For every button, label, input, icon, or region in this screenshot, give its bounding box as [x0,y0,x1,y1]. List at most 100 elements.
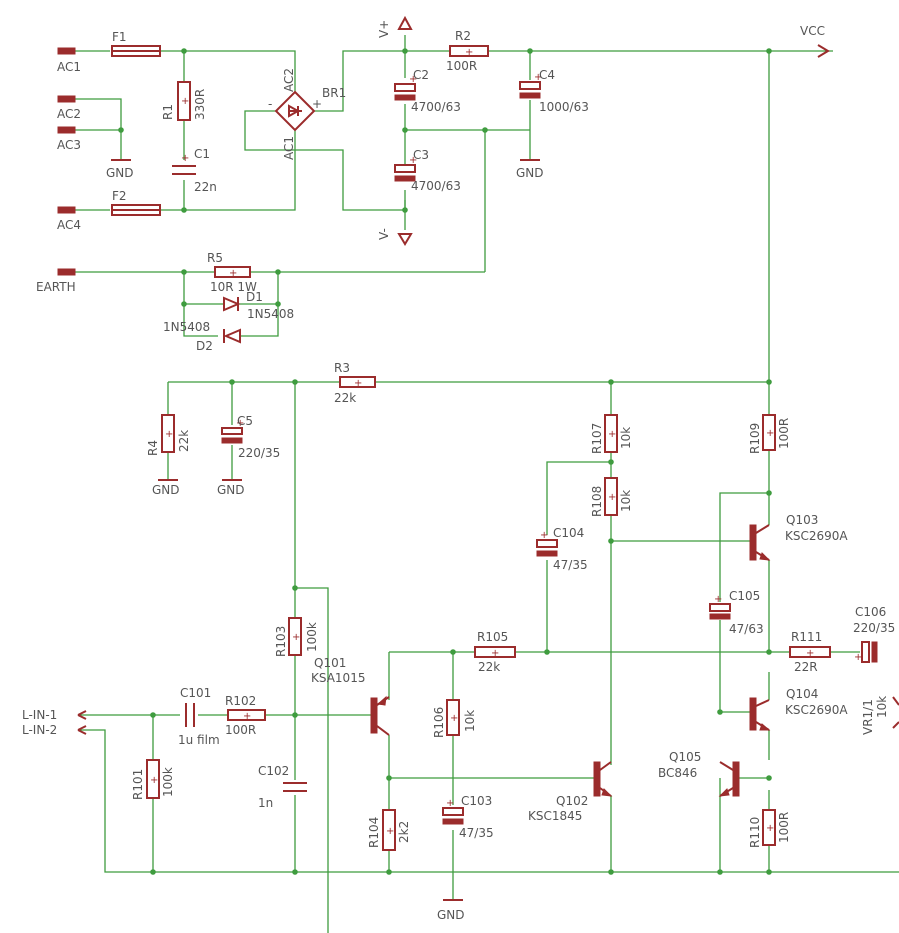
c106-name: C106 [855,605,886,619]
pin-mark: + [608,429,616,440]
net-vminus: V- [377,228,391,240]
r4-value: 22k [177,430,191,452]
c105-name: C105 [729,589,760,603]
pin-mark: + [491,648,499,659]
bridge-rectifier [274,90,316,132]
c105-value: 47/63 [729,622,764,636]
pin-mark: + [243,711,251,722]
net-ac2: AC2 [57,107,81,121]
q103-value: KSC2690A [785,529,848,543]
c2-value: 4700/63 [411,100,461,114]
c101-name: C101 [180,686,211,700]
c103-name: C103 [461,794,492,808]
q105-value: BC846 [658,766,697,780]
pin-mark: + [236,418,244,429]
f1-name: F1 [112,30,127,44]
gnd-label-3: GND [152,483,180,497]
r103-name: R103 [274,626,288,657]
pin-mark: + [608,492,616,503]
c102-value: 1n [258,796,273,810]
supply-arrows [397,15,830,246]
diode-d2 [223,328,241,344]
r111-value: 22R [794,660,818,674]
r107-value: 10k [619,427,633,449]
pin-mark: + [354,378,362,389]
br1-pin-ac2: AC2 [282,68,296,92]
c1-name: C1 [194,147,210,161]
r5-name: R5 [207,251,223,265]
component-labels: R1 330R C1 22n C2 4700/63 C3 4700/63 R2 … [131,29,895,848]
r109-name: R109 [748,423,762,454]
q105-name: Q105 [669,750,701,764]
c2-name: C2 [413,68,429,82]
br1-pin-ac1: AC1 [282,136,296,160]
wires [75,35,899,933]
q102-name: Q102 [556,794,588,808]
pin-mark: + [292,632,300,643]
pin-mark: + [386,826,394,837]
f2-name: F2 [112,189,127,203]
gnd-label-5: GND [437,908,465,922]
junctions [118,48,772,875]
r105-name: R105 [477,630,508,644]
connector-pads [57,47,76,276]
net-vplus: V+ [377,20,391,38]
c5-value: 220/35 [238,446,280,460]
vr1-name: VR1/1 [861,699,875,735]
r102-name: R102 [225,694,256,708]
c106-value: 220/35 [853,621,895,635]
br1-plus: + [312,97,322,111]
pin-mark: + [409,155,417,166]
q101-value: KSA1015 [311,671,365,685]
transistor-q101 [370,695,390,736]
transistor-q104 [749,697,771,731]
transistor-q105 [718,761,740,797]
pin-mark: + [446,798,454,809]
r106-value: 10k [463,710,477,732]
d1-value: 1N5408 [247,307,294,321]
resistors [146,45,831,851]
d2-value: 1N5408 [163,320,210,334]
diode-d1 [223,296,241,312]
net-earth: EARTH [36,280,76,294]
pin-mark: + [766,823,774,834]
r102-value: 100R [225,723,256,737]
pin-mark: + [766,428,774,439]
pin-mark: + [229,268,237,279]
pin-mark: + [806,648,814,659]
pin-mark: + [854,652,862,663]
fuse-f2 [111,204,161,216]
capacitors [172,81,878,825]
pin-mark: + [181,153,189,164]
r4-name: R4 [146,440,160,456]
vr1-value: 10k [875,696,889,718]
r107-name: R107 [590,423,604,454]
net-vcc: VCC [800,24,825,38]
c101-value: 1u film [178,733,220,747]
net-lin2: L-IN-2 [22,723,57,737]
transistor-q102 [593,761,613,797]
r3-name: R3 [334,361,350,375]
pin-mark: + [714,594,722,605]
q102-value: KSC1845 [528,809,582,823]
r110-value: 100R [777,812,791,843]
q104-value: KSC2690A [785,703,848,717]
d1-name: D1 [246,290,263,304]
r111-name: R111 [791,630,822,644]
r103-value: 100k [305,622,319,652]
pin-mark: + [534,72,542,83]
gnd-symbols [111,159,540,901]
r5-value: 10R 1W [210,280,257,294]
br1-name: BR1 [322,86,346,100]
net-ac1: AC1 [57,60,81,74]
r108-value: 10k [619,490,633,512]
q104-name: Q104 [786,687,818,701]
pin-plus-marks: + + + + + + + + + + + + + + + + [150,47,814,837]
gnd-label-1: GND [106,166,134,180]
c4-value: 1000/63 [539,100,589,114]
r101-value: 100k [161,767,175,797]
r104-name: R104 [367,817,381,848]
r110-name: R110 [748,817,762,848]
c3-value: 4700/63 [411,179,461,193]
r108-name: R108 [590,486,604,517]
